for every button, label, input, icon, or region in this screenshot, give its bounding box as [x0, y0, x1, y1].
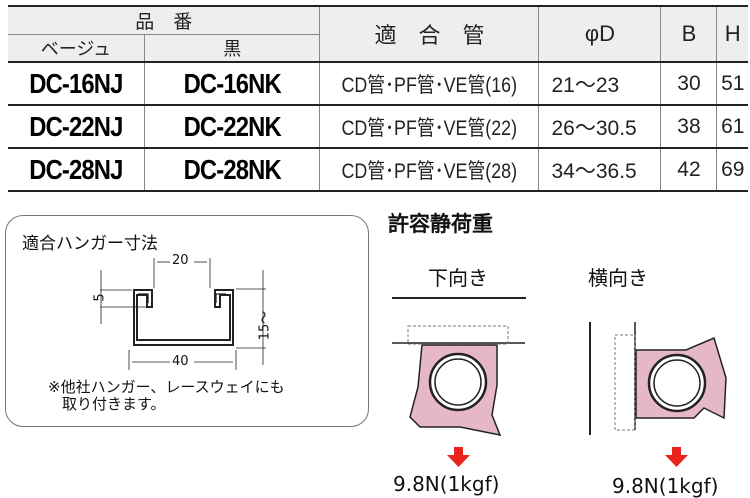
side-load-value: 9.8N(1kgf): [612, 474, 719, 498]
h-cell: 69: [716, 148, 748, 192]
note-line-2: 取り付きます。: [62, 395, 166, 413]
header-part-no: 品 番: [8, 6, 320, 35]
phid-cell: 21～23: [538, 62, 661, 106]
table-row: DC-28NJ DC-28NK CD管･PF管･VE管(28) 34～36.5 …: [8, 148, 748, 192]
load-diagrams: [392, 297, 727, 467]
side-arrow-icon: [665, 447, 688, 467]
header-h: H: [716, 6, 748, 63]
load-title: 許容静荷重: [388, 212, 493, 236]
b-cell: 42: [660, 148, 717, 192]
header-b: B: [660, 6, 717, 63]
black-code: DC-28NK: [143, 148, 320, 192]
hanger-note: ※他社ハンガー、レースウェイにも 取り付きます。: [48, 379, 285, 413]
side-label: 横向き: [588, 266, 648, 290]
dim-right: 15～: [257, 310, 273, 341]
black-code: DC-16NK: [143, 62, 320, 106]
table-row: DC-22NJ DC-22NK CD管･PF管･VE管(22) 26～30.5 …: [8, 105, 748, 149]
pipe-cell: CD管･PF管･VE管(22): [319, 105, 539, 149]
table-row: DC-16NJ DC-16NK CD管･PF管･VE管(16) 21～23 30…: [8, 62, 748, 106]
hanger-title: 適合ハンガー寸法: [22, 234, 158, 254]
b-cell: 30: [660, 62, 717, 106]
phid-cell: 26～30.5: [538, 105, 661, 149]
down-label: 下向き: [428, 266, 488, 290]
header-beige: ベージュ: [8, 34, 145, 63]
hanger-diagram: [100, 258, 266, 370]
black-code: DC-22NK: [143, 105, 320, 149]
header-phid: φD: [538, 6, 661, 63]
beige-code: DC-28NJ: [8, 148, 145, 192]
hanger-dimensions-panel: [5, 215, 369, 427]
note-line-1: ※他社ハンガー、レースウェイにも: [48, 378, 285, 396]
h-cell: 61: [716, 105, 748, 149]
beige-code: DC-16NJ: [8, 62, 145, 106]
h-cell: 51: [716, 62, 748, 106]
b-cell: 38: [660, 105, 717, 149]
pipe-cell: CD管･PF管･VE管(28): [319, 148, 539, 192]
header-pipe: 適 合 管: [319, 6, 539, 63]
down-load-value: 9.8N(1kgf): [393, 472, 500, 496]
dim-top: 20: [172, 253, 189, 268]
spec-table: 品 番 適 合 管 φD B H ベージュ 黒 DC-16NJ DC-16NK …: [8, 5, 748, 192]
dim-bottom: 40: [172, 354, 189, 369]
phid-cell: 34～36.5: [538, 148, 661, 192]
header-black: 黒: [143, 34, 320, 63]
pipe-cell: CD管･PF管･VE管(16): [319, 62, 539, 106]
down-arrow-icon: [447, 447, 470, 467]
dim-left: 5: [92, 293, 108, 302]
beige-code: DC-22NJ: [8, 105, 145, 149]
